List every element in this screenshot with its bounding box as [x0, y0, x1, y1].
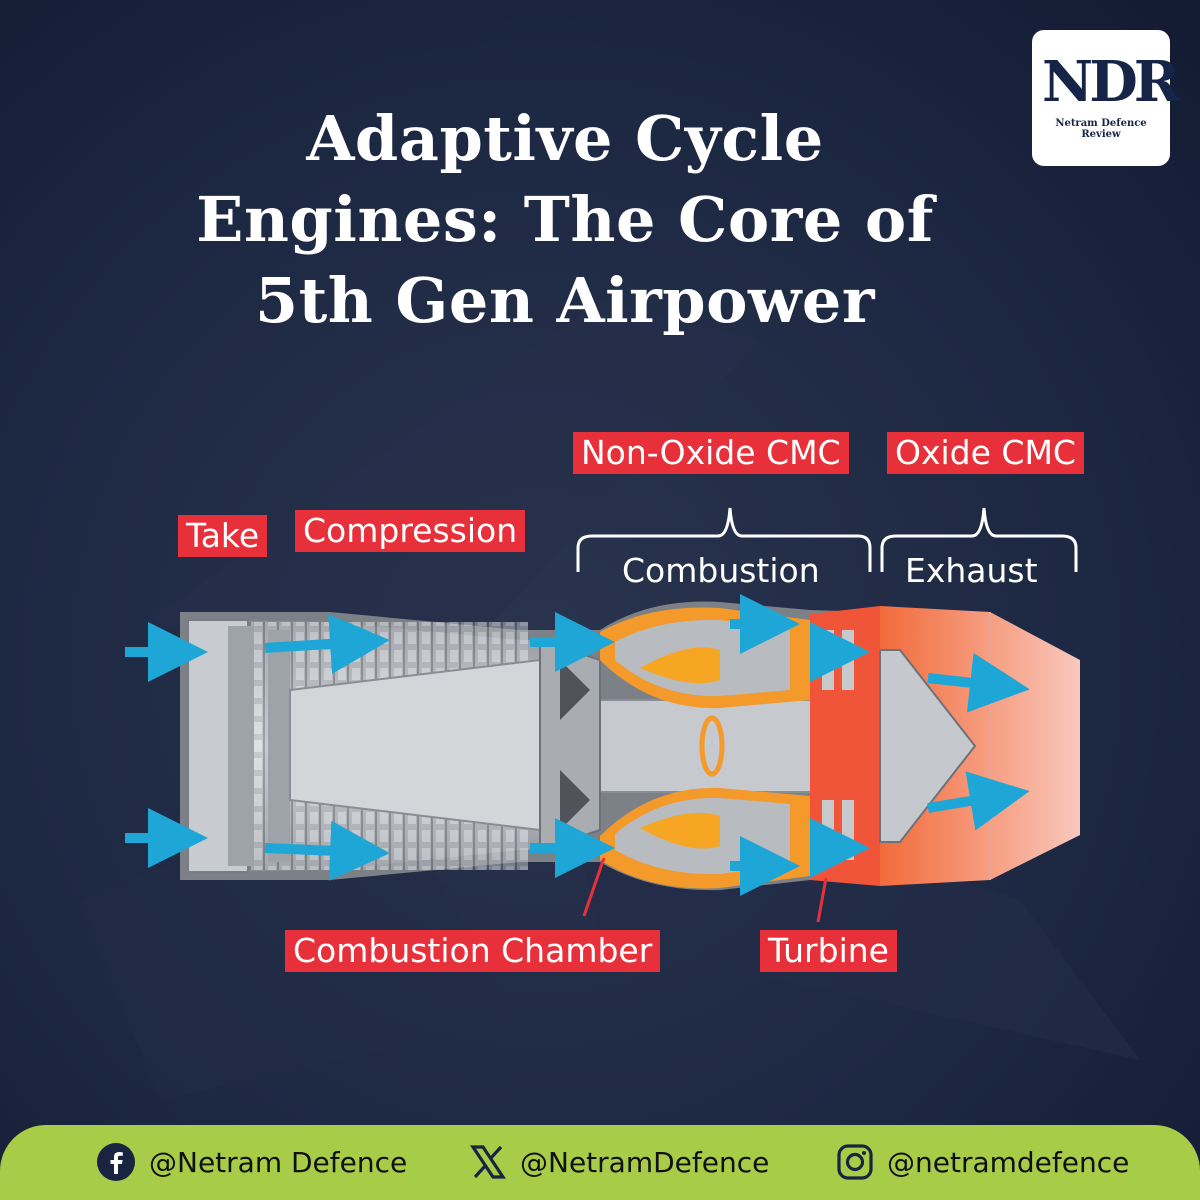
title-line-2: Engines: The Core of — [196, 183, 934, 256]
label-intake: Take — [178, 515, 268, 557]
x-link[interactable]: @NetramDefence — [468, 1138, 769, 1186]
label-combustion: Combustion — [622, 551, 820, 590]
label-exhaust: Exhaust — [905, 551, 1038, 590]
facebook-link[interactable]: @Netram Defence — [95, 1138, 407, 1186]
title-line-3: 5th Gen Airpower — [254, 264, 875, 337]
social-footer — [0, 1125, 1200, 1200]
instagram-link[interactable]: @netramdefence — [835, 1138, 1129, 1186]
turbine-leader-line — [816, 877, 828, 923]
logo-subtitle: Netram Defence Review — [1055, 118, 1147, 140]
x-handle: @NetramDefence — [520, 1145, 770, 1179]
exhaust-brace — [880, 507, 1078, 572]
chamber-leader-line — [582, 857, 606, 917]
facebook-icon — [97, 1143, 135, 1181]
combustion-brace — [576, 507, 872, 572]
label-oxide-cmc: Oxide CMC — [887, 432, 1084, 474]
logo-mark: NDR — [1042, 49, 1180, 115]
label-combustion-chamber: Combustion Chamber — [285, 930, 661, 972]
instagram-handle: @netramdefence — [887, 1145, 1130, 1179]
label-turbine: Turbine — [760, 930, 897, 972]
label-compression: Compression — [295, 510, 526, 552]
page-title: Adaptive Cycle Engines: The Core of 5th … — [0, 98, 1130, 341]
engine-shaft — [289, 658, 541, 832]
label-non-oxide-cmc: Non-Oxide CMC — [573, 432, 849, 474]
instagram-icon — [837, 1144, 873, 1180]
airflow-arrows — [125, 594, 1030, 896]
facebook-handle: @Netram Defence — [149, 1145, 408, 1179]
x-icon — [470, 1145, 506, 1179]
brand-logo: NDR Netram Defence Review — [1032, 30, 1180, 166]
title-line-1: Adaptive Cycle — [306, 102, 824, 175]
